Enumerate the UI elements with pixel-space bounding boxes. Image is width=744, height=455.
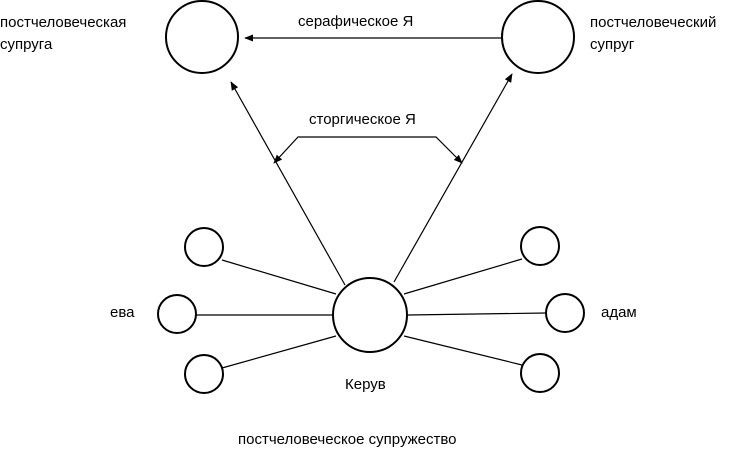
edge-hub-upper-left	[221, 259, 337, 295]
arrow-hub-to-spouse-male	[393, 73, 513, 283]
node-ева	[157, 294, 197, 334]
caption: постчеловеческое супружество	[238, 431, 457, 448]
edge-hub-адам	[407, 312, 547, 316]
label-top-edge: серафическое Я	[298, 13, 413, 30]
label-top-left-line2: супруга	[0, 36, 53, 53]
edge-hub-lower-left	[221, 335, 337, 369]
arrow-hub-to-spouse-female	[230, 81, 346, 286]
edge-hub-lower-right	[403, 335, 523, 366]
node-lower-left	[184, 354, 224, 394]
label-right-node: адам	[601, 304, 637, 321]
node-postmodern-wife	[165, 0, 239, 74]
label-middle-bracket: сторгическое Я	[309, 111, 416, 128]
node-lower-right	[520, 353, 560, 393]
stergic-bracket	[273, 136, 463, 164]
node-postmodern-husband	[501, 0, 575, 74]
label-top-right-line1: постчеловеческий	[590, 14, 716, 31]
label-top-right-line2: супруг	[590, 36, 635, 53]
node-upper-left	[184, 227, 224, 267]
edge-hub-upper-right	[403, 258, 523, 295]
node-kerub-hub	[332, 277, 408, 353]
node-адам	[545, 293, 585, 333]
label-left-node: ева	[110, 304, 135, 321]
label-top-left-line1: постчеловеческая	[0, 14, 126, 31]
label-center-node: Керув	[345, 376, 386, 393]
node-upper-right	[520, 226, 560, 266]
